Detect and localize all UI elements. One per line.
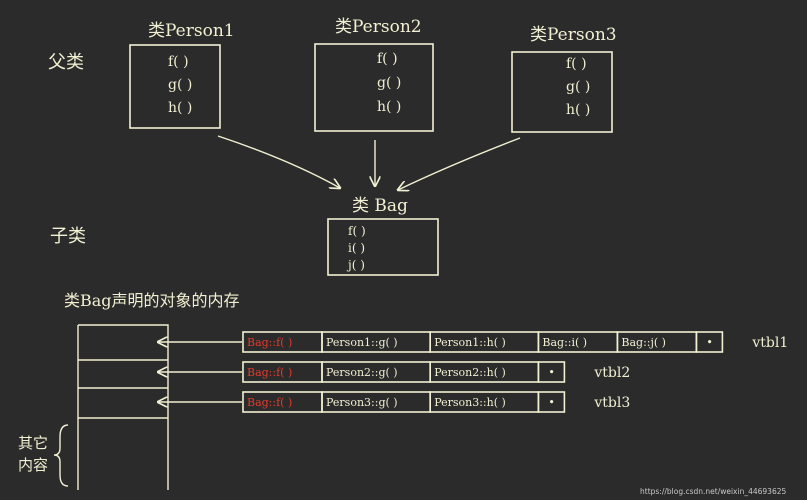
footer-url: https://blog.csdn.net/weixin_44693625 xyxy=(640,487,786,496)
method: h( ) xyxy=(566,102,590,118)
method: f( ) xyxy=(377,51,398,67)
other-content-line1: 其它 xyxy=(18,434,48,452)
vtable-entry: Person3::h( ) xyxy=(434,396,506,409)
vtable-entry: • xyxy=(706,336,713,349)
vtable-name: vtbl2 xyxy=(593,365,630,381)
child-class-label: 子类 xyxy=(50,226,86,247)
method: g( ) xyxy=(377,75,401,91)
memory-outline xyxy=(78,324,169,490)
vtable-entry: Person3::g( ) xyxy=(326,396,398,409)
class-title: 类Person2 xyxy=(335,17,422,37)
brace xyxy=(53,424,69,487)
vtable-row: Bag::f( ) Person1::g( ) Person1::h( ) Bag::… xyxy=(242,331,788,353)
inherit-arrow-person1 xyxy=(217,135,340,188)
vtable-entry: Person2::h( ) xyxy=(434,366,506,379)
vtable-cell xyxy=(537,391,566,413)
class-box xyxy=(314,43,434,132)
vtable-entry: Bag::f( ) xyxy=(247,366,292,379)
vtable-row: Bag::f( ) Person3::g( ) Person3::h( ) • vtbl… xyxy=(242,391,630,413)
memory-title: 类Bag声明的对象的内存 xyxy=(64,291,240,310)
vtable-entry: • xyxy=(548,396,555,409)
class-bag: 类 Bag f( ) i( ) j( ) xyxy=(327,196,439,276)
method: j( ) xyxy=(346,258,365,272)
vtable-entry: Person1::h( ) xyxy=(434,336,506,349)
class-person2: 类Person2 f( ) g( ) h( ) xyxy=(314,17,434,132)
class-title: 类Person1 xyxy=(148,21,235,41)
class-person3: 类Person3 f( ) g( ) h( ) xyxy=(511,25,617,133)
class-box xyxy=(511,51,613,133)
vtable-entry: Bag::i( ) xyxy=(542,336,587,349)
method: h( ) xyxy=(377,99,401,115)
method: i( ) xyxy=(348,241,365,255)
class-box xyxy=(327,218,439,276)
vtable-cell xyxy=(537,361,566,383)
method: f( ) xyxy=(168,54,189,70)
inherit-arrow-person3 xyxy=(398,137,521,190)
vtable-entry: Bag::j( ) xyxy=(621,336,666,349)
vtable-cell xyxy=(695,331,724,353)
method: g( ) xyxy=(168,77,192,93)
vtables: Bag::f( )Person1::g( )Person1::h( )Bag::… xyxy=(242,331,788,413)
method: g( ) xyxy=(566,79,590,95)
vtable-entry: • xyxy=(548,366,555,379)
class-box xyxy=(129,44,221,129)
method: h( ) xyxy=(168,100,192,116)
class-person1: 类Person1 f( ) g( ) h( ) xyxy=(129,21,235,129)
vtable-entry: Person2::g( ) xyxy=(326,366,398,379)
method: f( ) xyxy=(348,224,366,238)
class-title: 类 Bag xyxy=(352,196,408,216)
parent-class-label: 父类 xyxy=(48,52,84,73)
vtable-name: vtbl3 xyxy=(593,395,630,411)
memory-block xyxy=(77,324,169,490)
vtable-entry: Bag::f( ) xyxy=(247,336,292,349)
vtable-name: vtbl1 xyxy=(751,335,788,351)
vtable-entry: Bag::f( ) xyxy=(247,396,292,409)
class-title: 类Person3 xyxy=(530,25,617,45)
vtable-entry: Person1::g( ) xyxy=(326,336,398,349)
method: f( ) xyxy=(566,56,587,72)
other-content-line2: 内容 xyxy=(18,456,48,474)
vtable-row: Bag::f( ) Person2::g( ) Person2::h( ) • vtbl… xyxy=(242,361,630,383)
